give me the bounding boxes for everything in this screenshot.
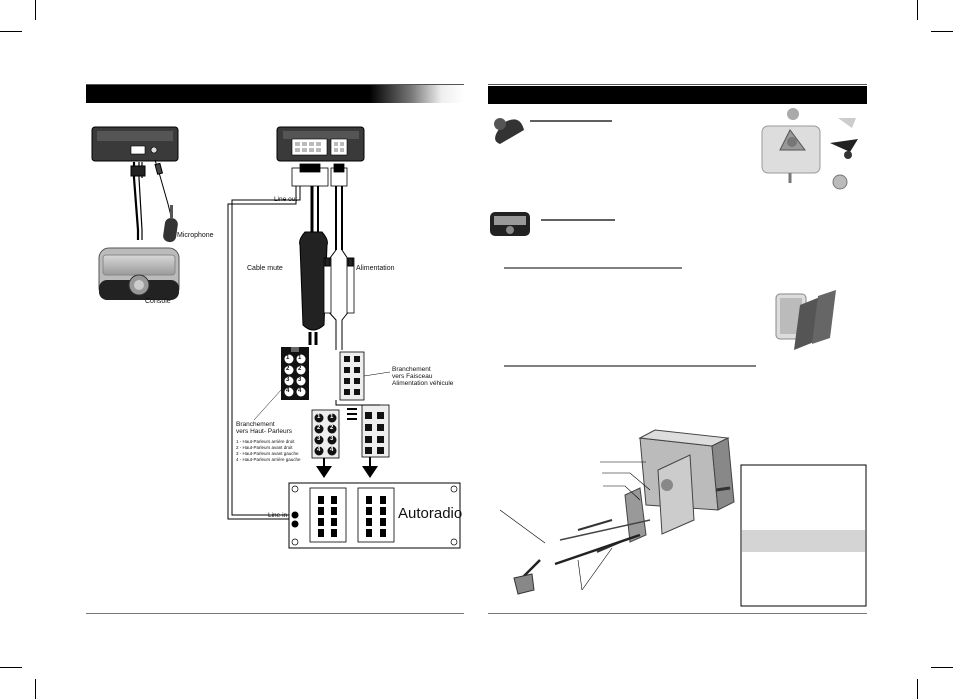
hp-label-2: vers Haut- Parleurs xyxy=(236,428,292,435)
alimentation-label: Alimentation xyxy=(356,265,395,272)
crop-mark xyxy=(35,679,36,699)
microphone-icon xyxy=(163,205,178,243)
console-label: Console xyxy=(145,298,171,305)
pin-number: 1 xyxy=(330,414,334,420)
microphone-icon-right xyxy=(494,118,524,144)
pin-number: 2 xyxy=(317,425,321,431)
pin-number: 4 xyxy=(286,388,290,394)
pin-number: 3 xyxy=(330,436,334,442)
crop-mark xyxy=(0,667,22,668)
hp-legend-3: 3 - Haut-Parleurs avant gauche xyxy=(236,451,299,456)
crop-mark xyxy=(931,667,953,668)
crop-mark xyxy=(917,0,918,20)
callout-lines xyxy=(499,461,651,591)
hp-legend-4: 4 - Haut-Parleurs arrière gauche xyxy=(236,457,301,462)
console-icon-right xyxy=(490,212,530,236)
crop-mark xyxy=(0,31,22,32)
faisceau-label-1: Branchement xyxy=(392,366,431,373)
info-box xyxy=(740,464,867,607)
central-unit xyxy=(276,126,365,162)
right-header-bar xyxy=(488,86,867,104)
left-footer-rule xyxy=(86,613,464,614)
power-connector-bottom xyxy=(335,400,390,458)
leader-lines xyxy=(253,371,391,421)
cable-bundle xyxy=(130,159,173,240)
pin-number: 2 xyxy=(330,425,334,431)
pin-number: 2 xyxy=(298,366,302,372)
power-cable xyxy=(323,186,355,350)
hp-label-1: Branchement xyxy=(236,421,275,428)
pin-number: 1 xyxy=(317,414,321,420)
down-arrow-icon xyxy=(316,457,378,478)
pin-number: 1 xyxy=(286,355,290,361)
left-header-rule xyxy=(86,84,464,85)
pin-number: 3 xyxy=(298,377,302,383)
right-footer-rule xyxy=(488,613,867,614)
line-out-label: Line out xyxy=(274,196,298,203)
line-in-label: Line in xyxy=(268,512,288,519)
speaker-connector-bottom xyxy=(311,409,340,459)
adhesive-pad-picture xyxy=(775,290,836,350)
console-device xyxy=(98,247,180,300)
cable-mute xyxy=(299,186,328,345)
pin-number: 2 xyxy=(286,366,290,372)
hp-legend-2: 2 - Haut-Parleurs avant droit xyxy=(236,445,293,450)
speaker-connector-top xyxy=(281,347,309,400)
cable-mute-label: Cable mute xyxy=(247,265,283,272)
pin-number: 4 xyxy=(298,388,302,394)
microphone-label: Microphone xyxy=(177,232,214,239)
autoradio-unit xyxy=(288,482,461,549)
pin-number: 4 xyxy=(330,447,334,453)
right-header-rule xyxy=(488,84,867,85)
power-connector-top xyxy=(339,351,365,401)
crop-mark xyxy=(931,31,953,32)
plug-connectors xyxy=(291,163,348,187)
bracket-install-picture xyxy=(513,429,735,595)
pin-number: 4 xyxy=(317,447,321,453)
faisceau-label-2: vers Faisceau xyxy=(392,373,433,380)
crop-mark xyxy=(35,0,36,20)
pin-number: 1 xyxy=(298,355,302,361)
pin-number: 3 xyxy=(317,436,321,442)
line-out-cable xyxy=(227,186,301,520)
hp-legend-1: 1 - Haut-Parleurs arrière droit xyxy=(236,439,295,444)
pin-number: 3 xyxy=(286,377,290,383)
crop-mark xyxy=(917,679,918,699)
faisceau-label-3: Alimentation véhicule xyxy=(392,380,454,387)
autoradio-label: Autoradio xyxy=(398,505,463,522)
left-header-bar xyxy=(86,85,464,103)
mic-clip-picture xyxy=(761,108,858,190)
control-box-left xyxy=(91,126,179,162)
